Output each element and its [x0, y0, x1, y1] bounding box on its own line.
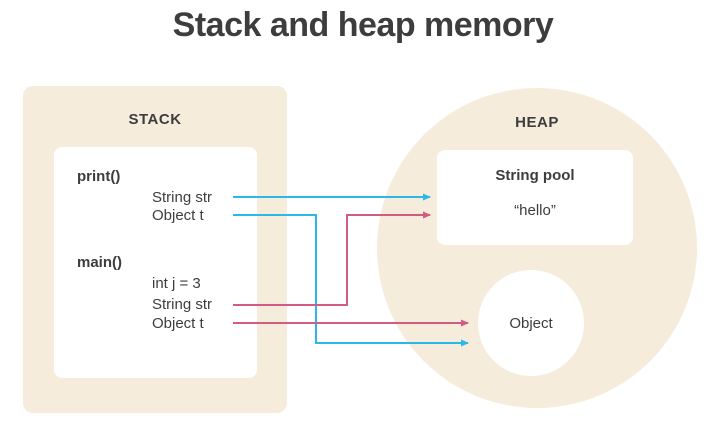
heap-object-circle: Object [478, 270, 584, 376]
heap-label: HEAP [515, 114, 559, 131]
heap-object-label: Object [509, 314, 553, 332]
stack-var-main-string-str: String str [152, 296, 213, 313]
stack-var-print-string-str: String str [152, 189, 213, 206]
string-pool-value: “hello” [514, 202, 556, 219]
string-pool-title: String pool [495, 167, 575, 184]
stack-frame-main: main() [77, 254, 122, 271]
stack-frames-box [54, 147, 257, 378]
stack-var-main-object-t: Object t [152, 315, 204, 332]
stack-label: STACK [128, 111, 182, 128]
stack-var-print-object-t: Object t [152, 207, 204, 224]
stack-frame-print: print() [77, 168, 121, 185]
stack-var-main-int-j: int j = 3 [152, 275, 201, 292]
string-pool-box: String pool “hello” [437, 150, 633, 245]
diagram-title: Stack and heap memory [172, 6, 554, 44]
